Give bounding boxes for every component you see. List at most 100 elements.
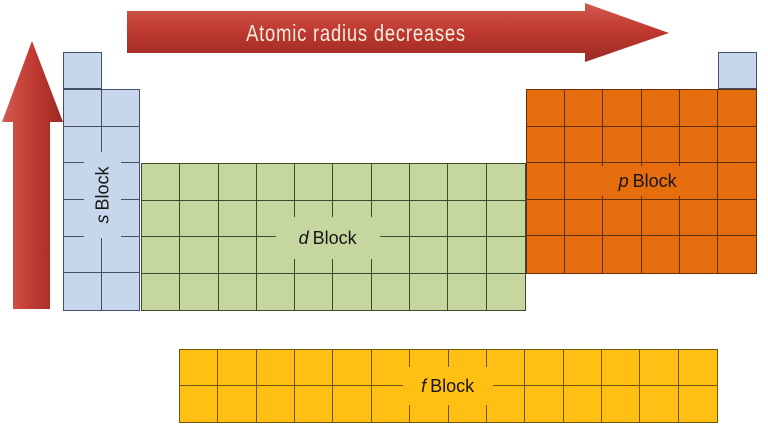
element-cell [64,126,102,164]
element-cell [257,386,296,422]
element-cell [565,163,604,200]
element-cell [717,163,756,200]
element-cell [64,273,102,310]
element-cell [678,350,717,386]
element-cell [142,164,181,201]
element-cell [486,237,525,274]
hydrogen-cell [63,52,102,89]
element-cell [565,90,604,127]
element-cell [371,237,411,274]
element-cell [180,164,219,201]
element-cell [527,126,566,164]
element-cell [101,90,139,127]
element-cell [333,164,372,201]
element-cell [142,200,181,237]
element-cell [64,90,102,127]
element-cell [601,350,641,386]
element-cell [218,350,257,386]
element-cell [717,127,756,164]
element-cell [527,236,566,273]
element-cell [448,164,487,201]
element-cell [679,386,717,422]
element-cell [527,163,566,200]
s-block: sBlock [63,89,140,311]
element-cell [257,273,296,310]
element-cell [448,273,487,310]
helium-cell [718,52,757,89]
atomic-radius-up-arrow [2,41,63,309]
element-cell [448,200,487,237]
element-cell [486,164,525,201]
element-cell [256,164,296,201]
element-cell [180,273,219,310]
element-cell [333,386,372,422]
element-cell [527,90,566,127]
element-cell [295,350,334,386]
element-cell [180,350,219,386]
element-cell [525,350,564,386]
element-cell [218,237,257,274]
element-cell [527,199,566,237]
element-cell [410,164,449,201]
element-cell [719,53,756,88]
element-cell [218,386,257,422]
element-cell [295,386,334,422]
element-cell [641,199,680,237]
element-cell [717,200,756,237]
element-cell [64,236,102,274]
element-cell [487,386,526,422]
element-cell [256,350,296,386]
element-cell [680,236,718,273]
element-cell [101,237,139,274]
element-cell [603,236,642,273]
atomic-radius-arrow-label: Atomic radius decreases [246,19,466,46]
element-cell [603,90,642,127]
element-cell [410,273,449,310]
element-cell [679,199,718,237]
element-cell [371,164,411,201]
element-cell [486,350,526,386]
element-cell [180,200,219,237]
element-cell [565,199,604,237]
element-cell [679,126,718,164]
element-cell [410,200,449,237]
element-cell [64,53,101,88]
element-cell [602,386,641,422]
element-cell [295,164,334,201]
s-block-label: sBlock [83,151,121,238]
element-cell [180,237,219,274]
element-cell [102,273,140,310]
element-cell [333,273,372,310]
element-cell [565,236,604,273]
element-cell [371,200,411,237]
element-cell [142,237,181,274]
element-cell [372,273,411,310]
atomic-radius-right-arrow [127,3,669,62]
element-cell [565,126,604,164]
element-cell [525,386,564,422]
element-cell [448,237,487,274]
element-cell [718,236,756,273]
element-cell [486,201,525,237]
element-cell [295,273,334,310]
element-cell [642,236,680,273]
element-cell [641,126,680,164]
element-cell [679,163,718,200]
element-cell [564,386,602,422]
element-cell [641,90,680,127]
element-cell [333,350,372,386]
element-cell [218,200,257,237]
element-cell [640,386,679,422]
element-cell [603,126,642,164]
element-cell [142,273,181,310]
element-cell [679,90,718,127]
element-cell [180,386,219,422]
